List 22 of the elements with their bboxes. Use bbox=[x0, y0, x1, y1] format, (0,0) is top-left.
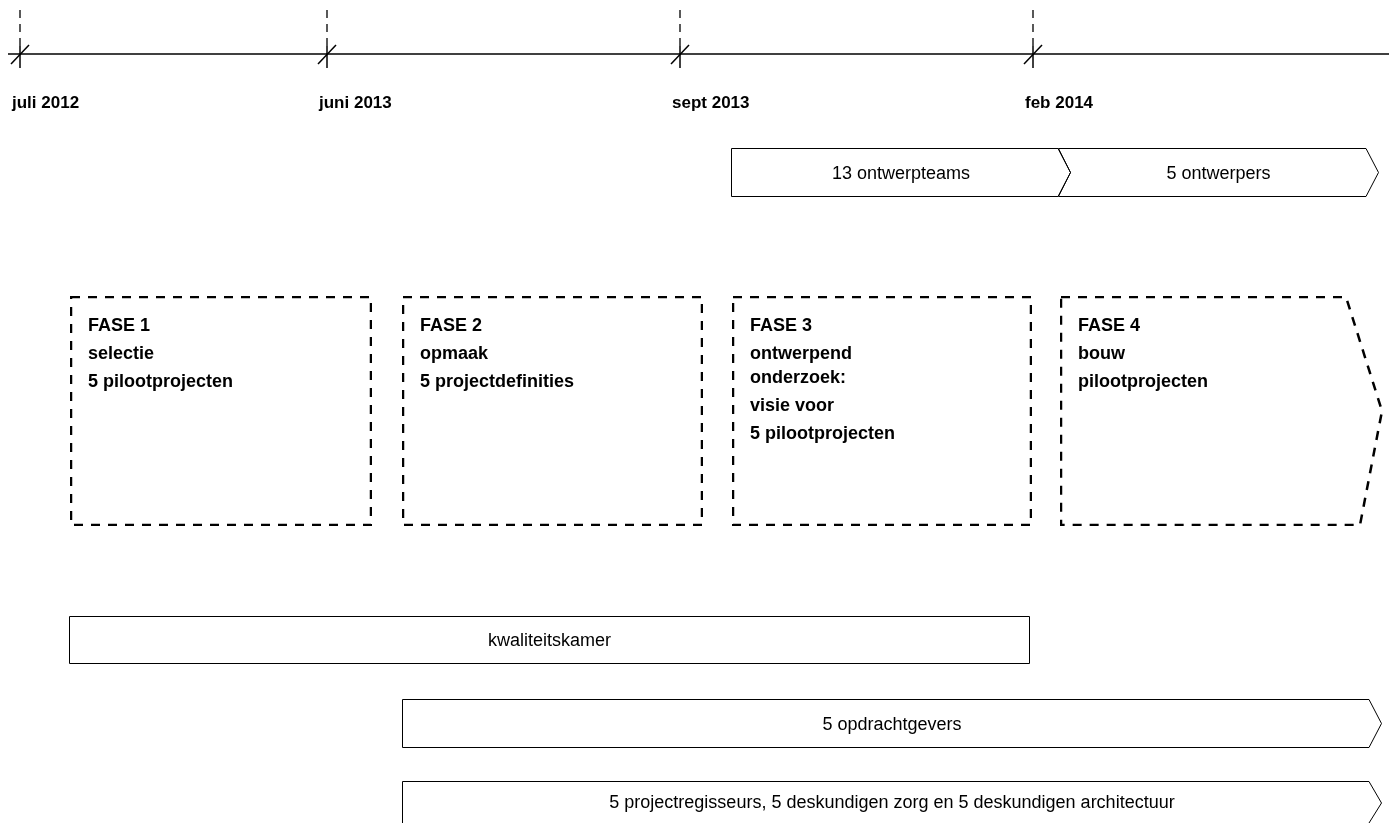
bar-label: 5 opdrachtgevers bbox=[822, 712, 962, 735]
date-label: juli 2012 bbox=[12, 94, 80, 111]
phase-heading: FASE 3 bbox=[750, 314, 814, 337]
bar-label: 5 projectregisseurs, 5 deskundigen zorg en 5 deskundigen architectuur bbox=[609, 791, 1175, 813]
date-label: feb 2014 bbox=[1025, 94, 1094, 111]
phase-description: 5 pilootprojecten bbox=[88, 370, 234, 393]
phase-heading: FASE 4 bbox=[1078, 314, 1142, 337]
phase-description: bouw bbox=[1078, 342, 1126, 365]
phase-description: visie voor bbox=[750, 394, 836, 417]
phase-description: pilootprojecten bbox=[1078, 370, 1209, 393]
bar-label: kwaliteitskamer bbox=[488, 629, 611, 651]
date-label: juni 2013 bbox=[319, 94, 392, 111]
phase-description: 5 pilootprojecten bbox=[750, 422, 896, 445]
phase-description: 5 projectdefinities bbox=[420, 370, 576, 393]
bar-label: 13 ontwerpteams bbox=[831, 161, 971, 184]
phase-heading: FASE 1 bbox=[88, 314, 152, 337]
date-label: sept 2013 bbox=[672, 94, 750, 111]
bar-label: 5 ontwerpers bbox=[1166, 161, 1271, 184]
phase-description: selectie bbox=[88, 342, 156, 365]
phase-description: ontwerpend onderzoek: bbox=[750, 342, 853, 389]
phase-description: opmaak bbox=[420, 342, 490, 365]
phase-heading: FASE 2 bbox=[420, 314, 484, 337]
